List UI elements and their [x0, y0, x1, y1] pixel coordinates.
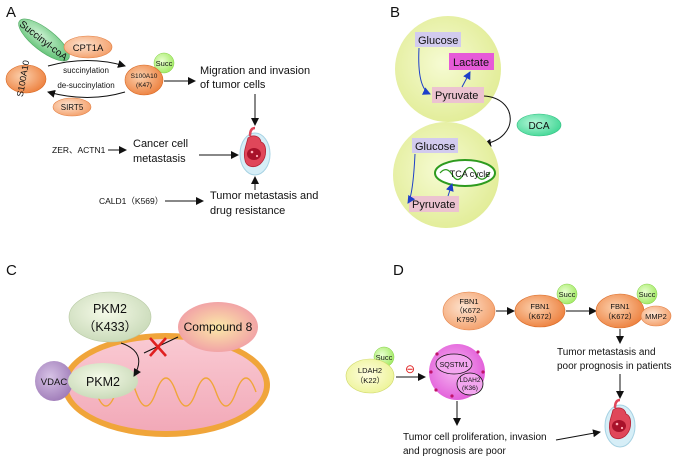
panel-d-letter: D [393, 262, 404, 279]
panel-c-letter: C [6, 262, 17, 279]
s100a10-k47-node: S100A10 (K47) [124, 64, 164, 96]
tumor-meta-line2: poor prognosis in patients [557, 361, 672, 372]
succ-badge-ldah2-label: Succ [376, 353, 393, 362]
arrow-pyruvate-lactate [461, 71, 471, 88]
lactate-label: Lactate [453, 57, 489, 69]
prolif-line1: Tumor cell proliferation, invasion [403, 432, 547, 443]
glucose-top-label: Glucose [418, 35, 458, 47]
glucose-top-box [415, 32, 461, 47]
dca-label: DCA [528, 121, 549, 132]
fbn1-k672-mmp2-node: FBN1 （K672） [595, 293, 645, 329]
mitochondrion-b: TCA cycle [434, 159, 496, 187]
ldah2-k36-line2: (K36) [462, 385, 478, 392]
compound8-node: Compound 8 [178, 302, 258, 352]
mmp2-node: MMP2 [640, 305, 672, 327]
succ-badge-d1: Succ [556, 283, 578, 305]
tumor-line2: drug resistance [210, 205, 285, 217]
succinylation-arrow [47, 60, 126, 68]
cancer-line2: metastasis [133, 153, 186, 165]
pyruvate-bottom-box [409, 196, 459, 212]
fbn1-b-line1: FBN1 [530, 302, 549, 311]
succinyl-coa-node: Succinyl-coA [17, 18, 70, 64]
succ-badge-a: Succ [153, 52, 175, 74]
pkm2-k433-node: PKM2 （K433） [68, 291, 152, 343]
desuccinylation-arrow [47, 89, 126, 98]
vdac-label: VDAC [41, 377, 68, 388]
panel-b: B Glucose Lactate Pyruvate DCA Glucose T… [390, 4, 562, 228]
arrow-prolif-to-stomach [555, 429, 601, 441]
stomach-icon-a [238, 126, 272, 177]
fbn1-c-line2: （K672） [604, 312, 637, 321]
vdac-node: VDAC [35, 361, 73, 401]
pkm2-node: PKM2 [68, 363, 138, 399]
arrow-glucose-pyruvate-top [418, 47, 431, 95]
tumor-meta-line1: Tumor metastasis and [557, 347, 656, 358]
cpt1a-label: CPT1A [73, 43, 104, 54]
s100a10-node: S100A10 [5, 59, 47, 98]
s100a10-k47-line2: (K47) [136, 82, 152, 89]
arrow-dca-shift [483, 95, 511, 147]
pkm2-label: PKM2 [86, 375, 120, 389]
arrow-glucose-pyruvate-bottom [407, 153, 416, 204]
compound8-label: Compound 8 [184, 320, 253, 334]
migration-line2: of tumor cells [200, 79, 266, 91]
fbn1-a-line3: K799） [456, 315, 481, 324]
fbn1-k672-node: FBN1 （K672） [514, 294, 566, 328]
s100a10-k47-line1: S100A10 [131, 73, 158, 80]
succ-badge-d1-label: Succ [559, 290, 576, 299]
stomach-icon-d [603, 398, 637, 449]
arrow-pyruvate-tca [445, 183, 454, 197]
sirt5-node: SIRT5 [52, 97, 92, 117]
ldah2-k22-node: LDAH2 （K22） [345, 358, 395, 394]
cancer-line1: Cancer cell [133, 138, 188, 150]
migration-line1: Migration and invasion [200, 65, 310, 77]
pyruvate-top-box [432, 87, 484, 103]
panel-d: D FBN1 （K672- K799） Succ FBN1 （K672） Suc… [345, 262, 672, 457]
mitochondrion-c [62, 333, 270, 437]
panel-b-letter: B [390, 4, 400, 21]
glucose-bottom-box [412, 138, 458, 153]
succ-badge-d2: Succ [636, 283, 658, 305]
inhibition-x-icon [149, 337, 167, 357]
tca-label: TCA cycle [450, 169, 491, 179]
cald1-label: CALD1（K569） [99, 196, 163, 206]
prolif-line2: and prognosis are poor [403, 446, 507, 457]
tumor-line1: Tumor metastasis and [210, 190, 318, 202]
ldah2-k36-line1: LDAH2 [460, 377, 481, 384]
ldah2-k22-line2: （K22） [356, 376, 384, 385]
lactate-box [449, 53, 494, 70]
panel-a-letter: A [6, 4, 16, 21]
panel-c: C VDAC PKM2 PKM2 （K433） Compound 8 [6, 262, 270, 437]
cpt1a-node: CPT1A [63, 35, 113, 59]
arrow-pkm2-to-mito [120, 342, 141, 377]
fbn1-a-line2: （K672- [455, 306, 483, 315]
pkm2-k433-line1: PKM2 [93, 302, 127, 316]
pkm2-k433-line2: （K433） [83, 320, 137, 334]
fbn1-b-line2: （K672） [524, 312, 557, 321]
dca-node: DCA [516, 113, 562, 137]
sqstm1-complex: SQSTM1 LDAH2 (K36) [429, 344, 485, 400]
mmp2-label: MMP2 [645, 312, 667, 321]
desuccinylation-label: de-succinylation [57, 81, 114, 90]
succ-badge-a-label: Succ [156, 59, 173, 68]
fbn1-k672-k799-node: FBN1 （K672- K799） [442, 291, 496, 331]
fbn1-a-line1: FBN1 [459, 297, 478, 306]
pyruvate-bottom-label: Pyruvate [412, 199, 455, 211]
pyruvate-top-label: Pyruvate [435, 90, 478, 102]
fbn1-c-line1: FBN1 [610, 302, 629, 311]
succinylation-label: succinylation [63, 66, 109, 75]
succ-badge-d2-label: Succ [639, 290, 656, 299]
sqstm1-label: SQSTM1 [440, 362, 469, 369]
sirt5-label: SIRT5 [61, 103, 84, 112]
ldah2-k22-line1: LDAH2 [358, 366, 382, 375]
panel-a: A Succinyl-coA CPT1A S100A10 succinylati… [5, 4, 318, 217]
zer-actn1-label: ZER、ACTN1 [52, 145, 106, 155]
glucose-bottom-label: Glucose [415, 141, 455, 153]
inhibit-symbol: ⊖ [405, 362, 415, 376]
